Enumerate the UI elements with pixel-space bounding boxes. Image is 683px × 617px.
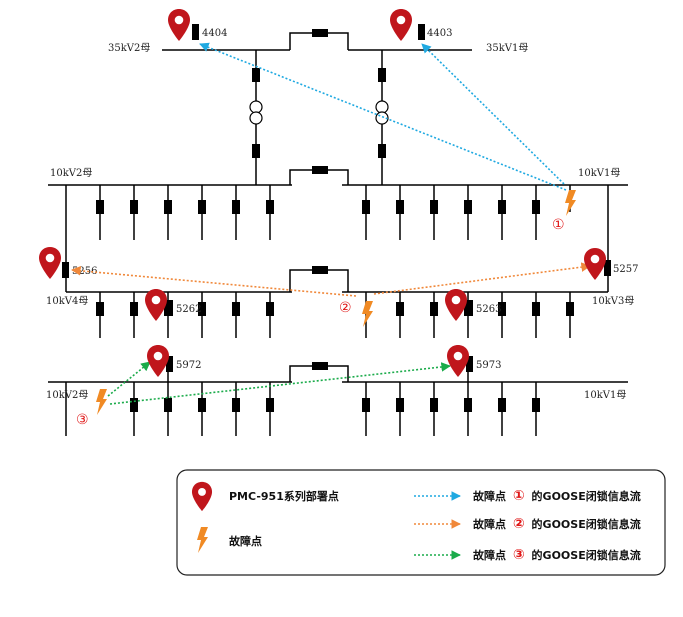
bus-label-35kv1: 35kV1母 (486, 42, 528, 54)
pmc951-pin-5263 (445, 289, 467, 321)
pmc951-pin-4403 (390, 9, 412, 41)
legend-flow1-suffix: 的GOOSE闭锁信息流 (532, 489, 641, 503)
legend-flow3-text: 故障点 ③ 的GOOSE闭锁信息流 (473, 547, 641, 563)
breaker-t2-lv (252, 144, 260, 158)
breaker-10kv-top-tie (312, 166, 328, 174)
bus-label-10kv2-top: 10kV2母 (50, 167, 92, 179)
pmc951-pin-5256 (39, 247, 61, 279)
legend-fault-label: 故障点 (229, 534, 262, 548)
pmc951-pin-5257 (584, 248, 606, 280)
legend-pmc-label: PMC-951系列部署点 (229, 489, 339, 503)
pmc951-pin-5972 (147, 345, 169, 377)
breaker-t1-hv (378, 68, 386, 82)
fault-icon-2 (362, 301, 373, 327)
bus-10kv-top (48, 169, 628, 292)
bus-label-35kv2: 35kV2母 (108, 42, 150, 54)
legend-flow2-prefix: 故障点 (473, 517, 506, 531)
fault-mark-1: ① (552, 217, 565, 233)
device-label-4404: 4404 (202, 28, 227, 39)
legend-flow3-mark: ③ (513, 547, 525, 563)
transformer-feeders (255, 50, 383, 185)
device-breakers (62, 24, 611, 372)
goose-flow-1 (199, 42, 567, 191)
pmc951-pin-5262 (145, 289, 167, 321)
legend-flow2-text: 故障点 ② 的GOOSE闭锁信息流 (473, 516, 641, 532)
legend-box (176, 469, 666, 576)
feeder-breakers-bottom (130, 398, 540, 412)
goose-flow-3 (107, 361, 451, 405)
bus-label-10kv3: 10kV3母 (592, 295, 634, 307)
breaker-10kv-bottom-tie (312, 362, 328, 370)
transformer-2 (249, 100, 263, 125)
pmc951-pin-5973 (447, 345, 469, 377)
breaker-t1-lv (378, 144, 386, 158)
device-label-5973: 5973 (476, 360, 501, 371)
device-label-5263: 5263 (476, 304, 501, 315)
device-label-5972: 5972 (176, 360, 201, 371)
legend-flow2-mark: ② (513, 516, 525, 532)
fault-icon-3 (96, 389, 107, 415)
breaker-35kv-tie (312, 29, 328, 37)
pmc951-pin-4404 (168, 9, 190, 41)
legend-flow1-prefix: 故障点 (473, 489, 506, 503)
legend-flow1-text: 故障点 ① 的GOOSE闭锁信息流 (473, 488, 641, 504)
feeder-breakers-top (96, 200, 540, 214)
legend-flow3-suffix: 的GOOSE闭锁信息流 (532, 548, 641, 562)
transformer-1 (375, 100, 389, 125)
device-label-4403: 4403 (427, 28, 452, 39)
bus-label-10kv4: 10kV4母 (46, 295, 88, 307)
bus-label-10kv1-top: 10kV1母 (578, 167, 620, 179)
legend-flow1-mark: ① (513, 488, 525, 504)
fault-icon-1 (565, 190, 576, 216)
device-label-5262: 5262 (176, 304, 201, 315)
breaker-10kv-mid-tie (312, 266, 328, 274)
legend-flow2-suffix: 的GOOSE闭锁信息流 (532, 517, 641, 531)
bus-label-10kv2-bottom: 10kV2母 (46, 389, 88, 401)
goose-flow-2 (71, 262, 591, 297)
legend-flow3-prefix: 故障点 (473, 548, 506, 562)
breaker-t2-hv (252, 68, 260, 82)
device-label-5257: 5257 (613, 264, 638, 275)
fault-mark-3: ③ (76, 412, 89, 428)
bus-label-10kv1-bottom: 10kV1母 (584, 389, 626, 401)
fault-mark-2: ② (339, 300, 352, 316)
